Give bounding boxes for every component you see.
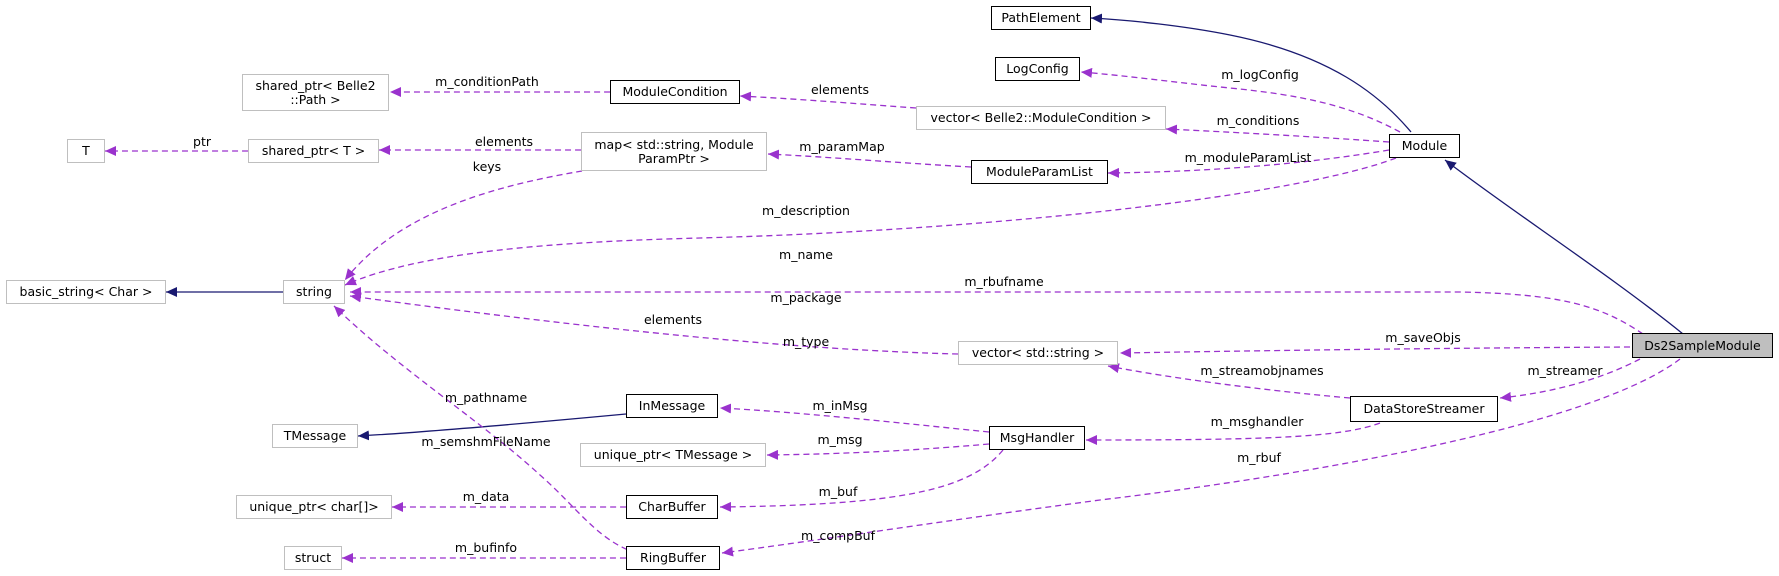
node-char-buffer[interactable]: CharBuffer	[626, 495, 718, 519]
edge-module-path-element	[1090, 13, 1412, 133]
edge-label-m-save-objs: m_saveObjs	[1385, 330, 1461, 345]
edge-label-m-semshm-file-name: m_semshmFileName	[421, 433, 551, 449]
node-shared-ptr-path[interactable]: shared_ptr< Belle2 ::Path >	[242, 74, 389, 111]
node-module-condition[interactable]: ModuleCondition	[610, 80, 740, 104]
node-unique-ptr-tmessage[interactable]: unique_ptr< TMessage >	[580, 443, 766, 467]
node-struct[interactable]: struct	[284, 546, 342, 570]
edge-msghandler-in-message	[719, 403, 990, 433]
edge-label-elements-vector: elements	[643, 312, 703, 327]
node-tmessage[interactable]: TMessage	[272, 424, 358, 448]
edge-msghandler-unique-tmessage	[766, 443, 990, 460]
edge-label-m-log-config: m_logConfig	[1221, 67, 1299, 82]
edge-label-m-rbufname: m_rbufname	[964, 274, 1044, 289]
edge-msghandler-char-buffer	[719, 449, 1004, 512]
edge-label-m-msg: m_msg	[817, 432, 863, 447]
edge-label-m-type: m_type	[782, 333, 830, 349]
node-vector-string[interactable]: vector< std::string >	[958, 341, 1118, 365]
edge-label-m-package: m_package	[770, 290, 842, 305]
edge-ds2sample-vector-string	[1119, 346, 1631, 358]
edge-map-string	[344, 170, 583, 281]
edge-label-module-strings: m_description m_name m_package m_type	[762, 175, 850, 378]
edge-label-m-description: m_description	[762, 203, 850, 218]
edge-streamer-msghandler	[1085, 422, 1381, 445]
node-msg-handler[interactable]: MsgHandler	[989, 426, 1085, 450]
edge-label-elements-condition: elements	[810, 82, 870, 97]
node-module[interactable]: Module	[1389, 134, 1460, 158]
edge-label-m-streamer: m_streamer	[1527, 363, 1603, 378]
edge-label-m-param-map: m_paramMap	[799, 139, 885, 154]
edge-vector-condition-module-condition	[739, 91, 917, 109]
edge-module-param-list	[1107, 149, 1390, 178]
edge-label-m-data: m_data	[462, 489, 510, 504]
edge-label-m-in-msg: m_inMsg	[812, 398, 868, 413]
node-map-param[interactable]: map< std::string, Module ParamPtr >	[581, 132, 767, 171]
node-unique-ptr-char[interactable]: unique_ptr< char[]>	[236, 495, 392, 519]
node-vector-module-condition[interactable]: vector< Belle2::ModuleCondition >	[916, 106, 1166, 130]
edge-label-m-pathname: m_pathname	[444, 390, 528, 405]
edge-label-m-name: m_name	[779, 246, 833, 262]
node-ring-buffer[interactable]: RingBuffer	[626, 546, 720, 570]
edge-ds2sample-module	[1444, 159, 1684, 335]
node-basic-string[interactable]: basic_string< Char >	[6, 280, 166, 304]
edge-streamer-vector-string	[1107, 363, 1351, 399]
node-data-store-streamer[interactable]: DataStoreStreamer	[1350, 396, 1498, 422]
node-string[interactable]: string	[283, 280, 345, 304]
node-ds2sample-module[interactable]: Ds2SampleModule	[1632, 333, 1773, 358]
edge-ds2sample-string	[350, 287, 1644, 335]
edge-label-m-buf: m_buf	[818, 484, 858, 499]
node-shared-ptr-t[interactable]: shared_ptr< T >	[248, 139, 379, 163]
edge-label-m-buf-group: m_buf m_compBuf	[801, 456, 875, 572]
edge-ds2sample-streamer	[1499, 358, 1641, 402]
edge-label-keys: keys	[472, 159, 502, 174]
edge-label-ptr: ptr	[193, 134, 211, 149]
edge-label-elements-shared: elements	[474, 134, 534, 149]
node-t[interactable]: T	[67, 139, 105, 163]
node-in-message[interactable]: InMessage	[626, 394, 718, 418]
edge-label-m-conditions: m_conditions	[1216, 113, 1300, 128]
node-module-param-list[interactable]: ModuleParamList	[971, 160, 1108, 184]
edge-ds2sample-ring-buffer	[721, 358, 1681, 557]
edge-label-m-condition-path: m_conditionPath	[435, 74, 539, 89]
edge-label-m-bufinfo: m_bufinfo	[454, 540, 518, 555]
edge-label-m-rbuf: m_rbuf	[1237, 450, 1281, 465]
edge-in-message-tmessage	[357, 413, 627, 441]
edge-label-m-streamobjnames: m_streamobjnames	[1200, 363, 1324, 378]
edge-label-m-pathname-group: m_pathname m_semshmFileName	[421, 362, 550, 478]
edge-module-string	[344, 157, 1397, 286]
edge-param-list-map	[767, 149, 972, 168]
edge-label-m-module-param-list: m_moduleParamList	[1184, 150, 1312, 165]
edge-label-m-msghandler: m_msghandler	[1210, 414, 1304, 429]
edge-module-conditions	[1165, 124, 1390, 143]
edge-label-m-comp-buf: m_compBuf	[801, 527, 875, 543]
node-path-element[interactable]: PathElement	[991, 6, 1091, 30]
node-log-config[interactable]: LogConfig	[995, 57, 1080, 81]
edge-vector-string-string	[349, 292, 959, 355]
